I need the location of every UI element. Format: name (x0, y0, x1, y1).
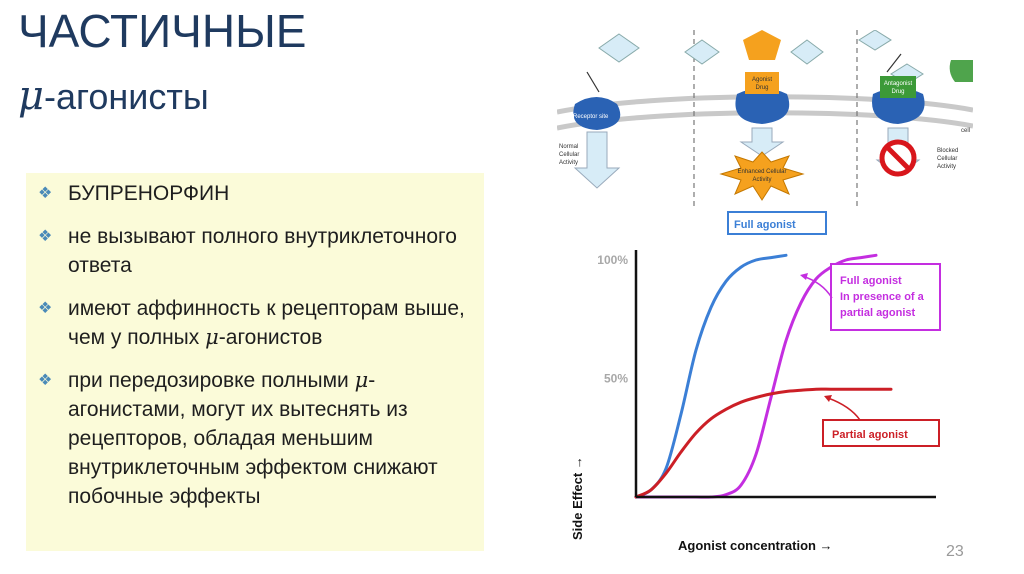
receptor-mechanism-diagram: Receptor site Agonist Drug Antagonist Dr… (557, 30, 973, 206)
ligand-shape (790, 39, 824, 65)
legend-arrow (827, 397, 861, 421)
antagonist-drug-shape (949, 60, 973, 82)
receptor-shape (735, 88, 790, 124)
arrowhead-icon (800, 273, 808, 280)
bullet-text: при передозировке полными (68, 369, 355, 392)
arrow-line (886, 53, 902, 73)
legend-box-full-with-partial (830, 263, 941, 331)
slide-title: ЧАСТИЧНЫЕ μ-агонисты (18, 8, 306, 116)
enhanced-label-line: Activity (752, 177, 771, 183)
normal-label-line: Activity (559, 160, 578, 166)
bullet-list: ❖ БУПРЕНОРФИН ❖ не вызывают полного внут… (26, 173, 484, 551)
blocked-label-line: Activity (937, 164, 956, 170)
series-line-full-agonist (634, 253, 788, 499)
antagonist-label-line: Drug (891, 89, 904, 95)
ligand-shape (858, 30, 892, 51)
receptor-site-label: Receptor site (573, 114, 609, 120)
diamond-bullet-icon: ❖ (38, 300, 53, 317)
legend-label-line: Full agonist (840, 275, 902, 287)
series-line-partial-agonist (634, 387, 893, 499)
ligand-shape (598, 33, 640, 63)
mu-symbol: μ (205, 325, 219, 349)
y-axis-label: Side Effect → (570, 456, 585, 540)
agonist-label-line: Drug (755, 85, 768, 91)
legend-label: Full agonist (734, 219, 796, 231)
bullet-item: ❖ имеют аффинность к рецепторам выше, че… (34, 294, 470, 352)
diamond-bullet-icon: ❖ (38, 185, 53, 202)
enhanced-label-line: Enhanced Cellular (737, 169, 786, 175)
down-arrow-icon (573, 131, 621, 189)
pentagon-icon (743, 30, 781, 60)
blocked-label-line: Cellular (937, 156, 957, 162)
cell-label: cell (961, 128, 970, 134)
bullet-text: -агонистов (218, 326, 323, 349)
antagonist-label-line: Antagonist (884, 81, 913, 87)
agonist-drug-shape (745, 72, 779, 94)
ligand-shape (684, 39, 720, 65)
legend-box-partial-agonist (822, 419, 940, 447)
arrowhead-icon (824, 395, 832, 402)
bullet-text: не вызывают полного внутриклеточного отв… (68, 225, 457, 277)
bullet-text: имеют аффинность к рецепторам выше, чем … (68, 297, 465, 349)
mu-symbol: μ (354, 368, 369, 392)
title-mu-symbol: μ (18, 73, 44, 119)
antagonist-drug-shape (880, 76, 916, 98)
title-suffix: -агонисты (44, 76, 209, 117)
agonist-label-line: Agonist (752, 77, 772, 83)
x-axis-label: Agonist concentration → (678, 538, 833, 553)
prohibited-icon-slash (885, 145, 911, 171)
dose-response-chart: 100% 50% Side Effect → Agonist concentra… (570, 211, 941, 553)
y-tick-label: 50% (604, 372, 628, 386)
diamond-bullet-icon: ❖ (38, 228, 53, 245)
burst-icon (719, 151, 805, 201)
legend-label-line: partial agonist (840, 307, 916, 319)
down-arrow-icon (739, 127, 785, 157)
diamond-bullet-icon: ❖ (38, 372, 53, 389)
title-line-1: ЧАСТИЧНЫЕ (18, 5, 307, 57)
title-line-2: μ-агонисты (18, 76, 306, 116)
normal-label-line: Normal (559, 144, 578, 150)
slide-number: 23 (946, 543, 964, 560)
bullet-item: ❖ при передозировке полными μ-агонистами… (34, 366, 470, 511)
y-tick-label: 100% (597, 253, 628, 267)
receptor-shape (573, 97, 621, 130)
legend-box-full-agonist (727, 211, 827, 235)
bullet-item: ❖ БУПРЕНОРФИН (34, 179, 470, 208)
normal-label-line: Cellular (559, 152, 579, 158)
bullet-text: -агонистами, могут их вытеснять из рецеп… (68, 369, 438, 508)
blocked-label-line: Blocked (937, 148, 958, 154)
arrow-line (586, 71, 600, 93)
legend-label: Partial agonist (832, 429, 908, 441)
legend-label-line: In presence of a (840, 291, 925, 303)
bullet-item: ❖ не вызывают полного внутриклеточного о… (34, 222, 470, 280)
bullet-text: БУПРЕНОРФИН (68, 182, 230, 205)
